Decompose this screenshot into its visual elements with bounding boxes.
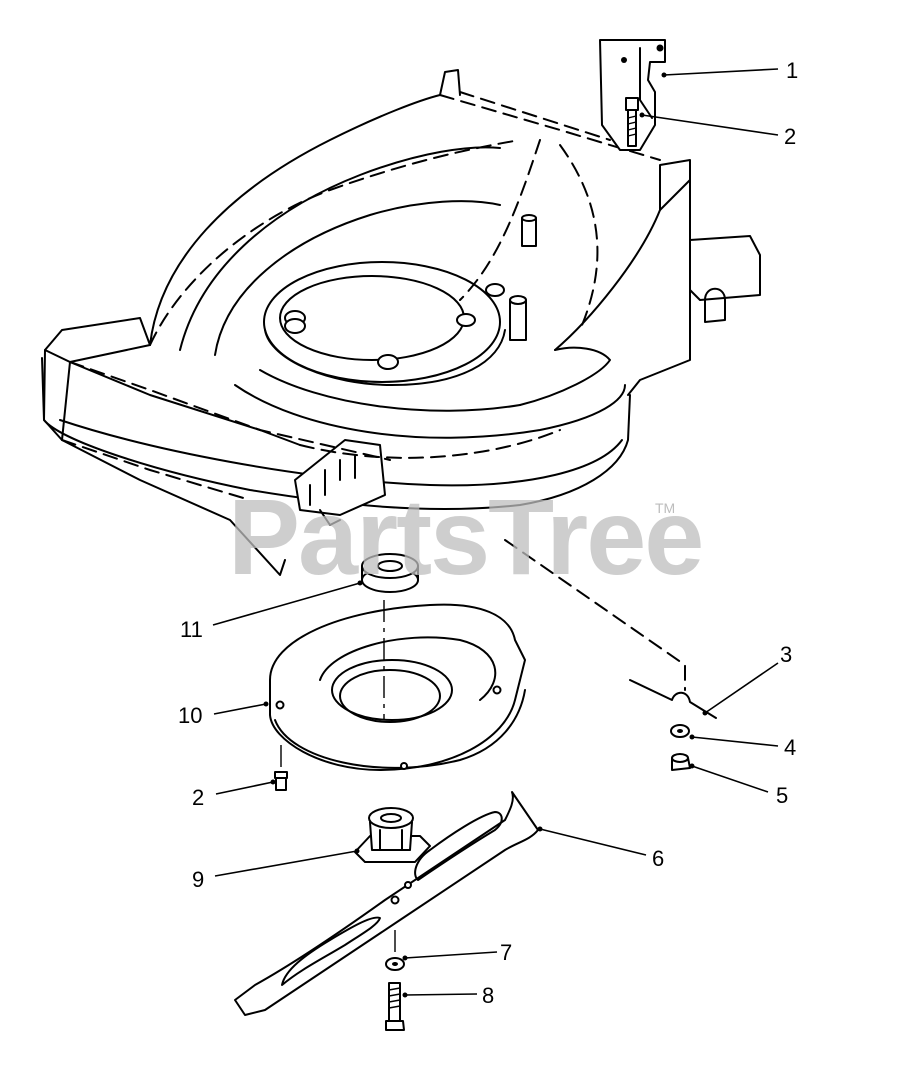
callout-6: 6 — [652, 846, 664, 871]
callout-3: 3 — [780, 642, 792, 667]
part-7-washer — [385, 957, 405, 971]
callout-7: 7 — [500, 940, 512, 965]
callout-labels: 1 2 3 4 5 6 7 8 9 10 2 11 — [178, 58, 798, 1008]
callout-11: 11 — [180, 617, 203, 642]
part-1-rear-bracket — [599, 39, 666, 151]
hidden-lines — [61, 91, 686, 691]
part-4-washer — [670, 724, 690, 738]
callout-5: 5 — [776, 783, 788, 808]
part-2-bolt-lower — [274, 745, 288, 791]
part-2-bolt-upper — [625, 97, 639, 147]
watermark-trademark: TM — [655, 500, 675, 516]
leader-lines — [212, 68, 779, 996]
callout-10: 10 — [178, 703, 202, 728]
callout-2-upper: 2 — [784, 124, 796, 149]
part-9-blade-adapter — [354, 807, 431, 863]
leader-dots — [263, 72, 708, 998]
part-3-wire-spring — [629, 679, 717, 719]
mower-deck-housing — [41, 69, 761, 576]
part-5-nut — [671, 753, 691, 771]
part-10-baffle — [269, 603, 526, 771]
partstree-watermark: PartsTree TM — [228, 476, 704, 597]
callout-8: 8 — [482, 983, 494, 1008]
callout-2-lower: 2 — [192, 785, 204, 810]
watermark-text: PartsTree — [228, 476, 702, 597]
part-8-blade-bolt — [385, 982, 405, 1031]
part-11-bearing — [361, 553, 419, 593]
callout-1: 1 — [786, 58, 798, 83]
callout-4: 4 — [784, 735, 796, 760]
callout-9: 9 — [192, 867, 204, 892]
center-axis — [383, 600, 396, 960]
